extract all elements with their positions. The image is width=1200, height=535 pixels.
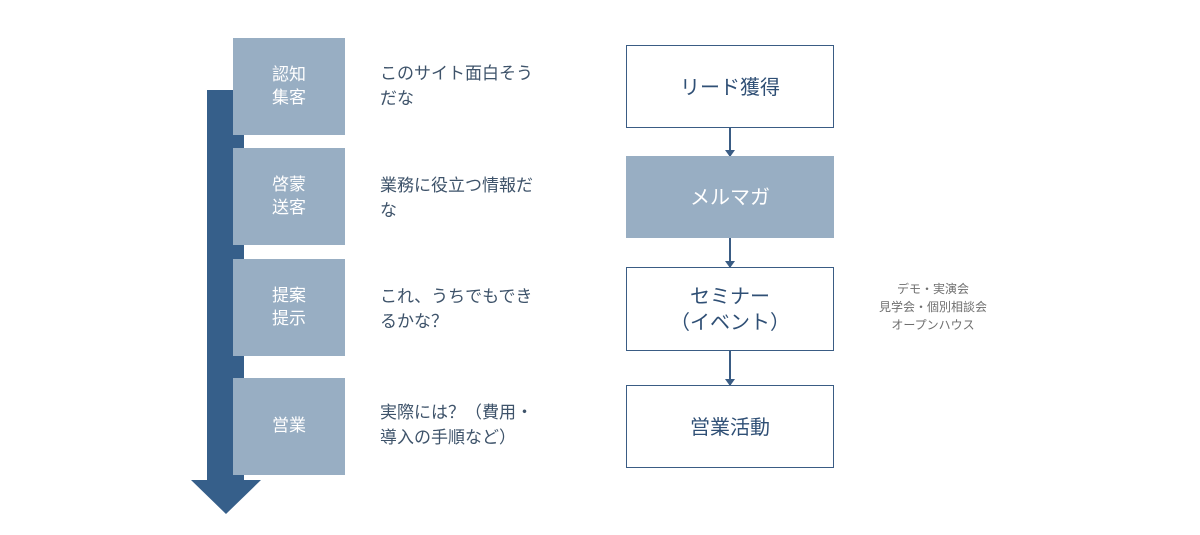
stage-awareness-line-2: 集客	[272, 87, 306, 108]
step-sales-activity-label: 営業活動	[690, 414, 770, 439]
stage-sales-line-1: 営業	[272, 416, 306, 436]
thought-awareness-line-1: このサイト面白そう	[380, 64, 533, 84]
flow-arrow-2	[725, 238, 735, 268]
thought-sales: 実際には？（費用・ 導入の手順など）	[380, 401, 566, 451]
step-mail-magazine-label: メルマガ	[690, 185, 770, 209]
step-seminar-label-line-1: セミナー	[690, 284, 770, 308]
seminar-note-line-3: オープンハウス	[891, 318, 975, 332]
stage-enlightenment-line-1: 啓蒙	[272, 174, 306, 195]
seminar-note: デモ・実演会 見学会・個別相談会 オープンハウス	[858, 280, 1008, 334]
thought-proposal: これ、うちでもでき るかな？	[380, 285, 566, 335]
step-seminar: セミナー （イベント）	[626, 267, 834, 351]
flow-arrow-3	[725, 351, 735, 386]
stage-sales-box: 営業	[233, 378, 345, 475]
stage-enlightenment-line-2: 送客	[272, 197, 306, 218]
thought-proposal-line-2: るかな？	[380, 312, 448, 332]
stage-awareness-box: 認知 集客	[233, 38, 345, 135]
thought-enlightenment-line-2: な	[380, 201, 397, 221]
stage-proposal-box: 提案 提示	[233, 259, 345, 356]
step-mail-magazine: メルマガ	[626, 156, 834, 238]
stage-proposal-line-2: 提示	[272, 308, 306, 329]
stage-awareness-line-1: 認知	[272, 64, 306, 85]
thought-proposal-line-1: これ、うちでもでき	[380, 287, 533, 307]
thought-sales-line-1: 実際には？（費用・	[380, 403, 533, 423]
seminar-note-line-1: デモ・実演会	[896, 282, 969, 296]
thought-awareness: このサイト面白そう だな	[380, 62, 566, 112]
step-lead-acquisition-label: リード獲得	[680, 74, 780, 99]
thought-awareness-line-2: だな	[380, 89, 414, 109]
thought-enlightenment-line-1: 業務に役立つ情報だ	[380, 176, 533, 196]
seminar-note-line-2: 見学会・個別相談会	[878, 300, 987, 314]
thought-enlightenment: 業務に役立つ情報だ な	[380, 174, 566, 224]
step-seminar-label-line-2: （イベント）	[670, 310, 790, 334]
stage-enlightenment-box: 啓蒙 送客	[233, 148, 345, 245]
step-sales-activity: 営業活動	[626, 385, 834, 468]
step-lead-acquisition: リード獲得	[626, 45, 834, 128]
thought-sales-line-2: 導入の手順など）	[380, 428, 516, 448]
flow-arrow-1	[725, 128, 735, 157]
stage-proposal-line-1: 提案	[272, 285, 306, 306]
